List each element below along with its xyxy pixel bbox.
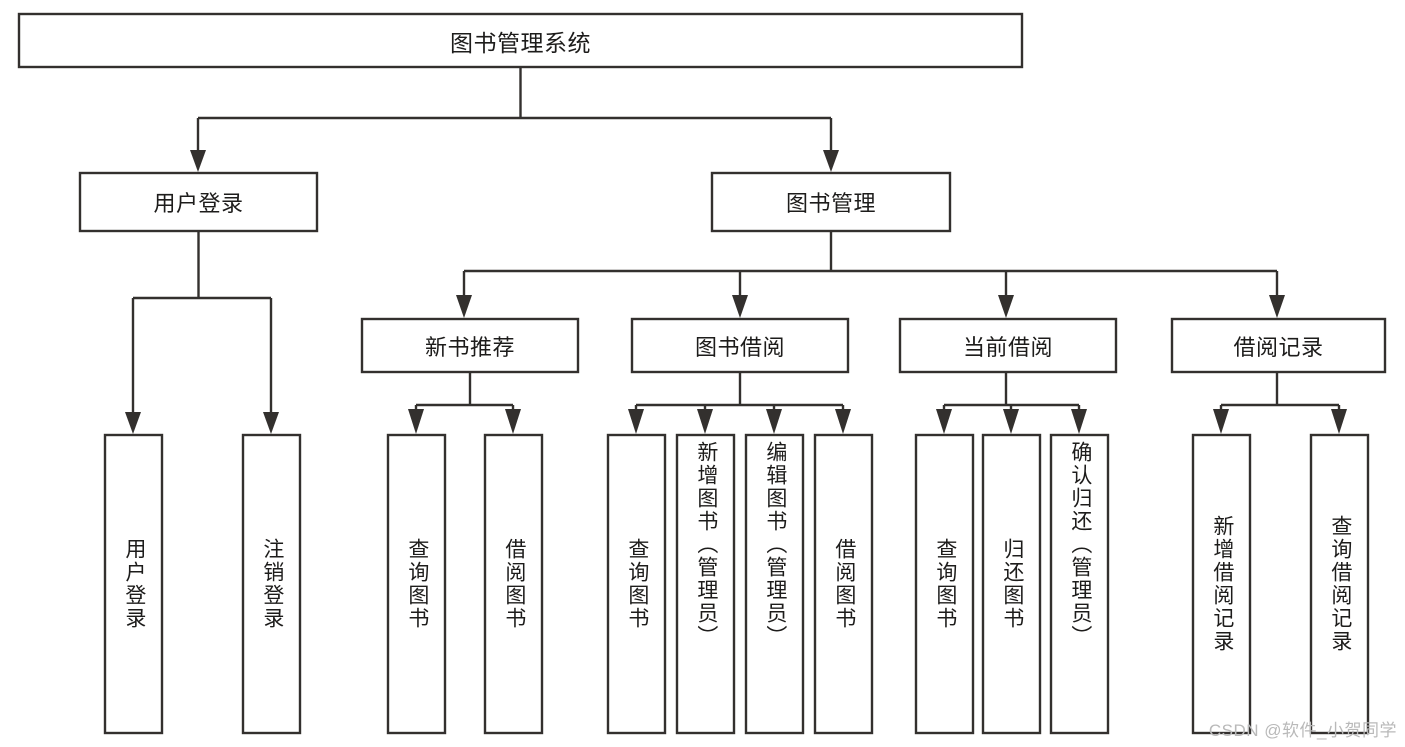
arrowhead-borrowrecord-leaf-2 (1331, 409, 1347, 434)
node-borrow-record[interactable] (1170, 317, 1387, 374)
arrowhead-currentborrow-leaf-1 (936, 409, 952, 434)
node-leaf-add-borrow-record[interactable] (1191, 433, 1252, 735)
arrowhead-borrowrecord-leaf-1 (1213, 409, 1229, 434)
arrowhead-bookborrow-leaf-1 (628, 409, 644, 434)
arrowhead-newbook-leaf-1 (408, 409, 424, 434)
arrowhead-currentborrow-leaf-3 (1071, 409, 1087, 434)
arrowhead-currentborrow-leaf-2 (1003, 409, 1019, 434)
node-leaf-query-book-3[interactable] (914, 433, 975, 735)
node-leaf-user-login[interactable] (103, 433, 164, 735)
arrowhead-book-mgmt-to-borrow (732, 295, 748, 318)
node-leaf-add-book-admin[interactable] (675, 433, 736, 735)
node-leaf-confirm-return-admin[interactable] (1049, 433, 1110, 735)
node-leaf-logout[interactable] (241, 433, 302, 735)
node-current-borrow[interactable] (898, 317, 1118, 374)
node-leaf-return-book[interactable] (981, 433, 1042, 735)
node-leaf-query-book-2[interactable] (606, 433, 667, 735)
arrowhead-book-mgmt-to-record (1269, 295, 1285, 318)
arrowhead-root-to-user-login (190, 150, 206, 172)
node-leaf-edit-book-admin[interactable] (744, 433, 805, 735)
arrowhead-newbook-leaf-2 (505, 409, 521, 434)
node-leaf-borrow-book-2[interactable] (813, 433, 874, 735)
arrowhead-user-login-leaf-2 (263, 412, 279, 434)
node-new-book-recommend[interactable] (360, 317, 580, 374)
arrowhead-user-login-leaf-1 (125, 412, 141, 434)
arrowhead-root-to-book-mgmt (823, 150, 839, 172)
arrowhead-book-mgmt-to-newbook (456, 295, 472, 318)
node-leaf-query-book-1[interactable] (386, 433, 447, 735)
node-book-management[interactable] (710, 171, 952, 233)
arrowhead-bookborrow-leaf-3 (766, 409, 782, 434)
node-leaf-query-borrow-record[interactable] (1309, 433, 1370, 735)
arrowhead-bookborrow-leaf-4 (835, 409, 851, 434)
node-book-borrow[interactable] (630, 317, 850, 374)
arrowhead-book-mgmt-to-current (998, 295, 1014, 318)
node-leaf-borrow-book-1[interactable] (483, 433, 544, 735)
node-root-system[interactable] (17, 12, 1024, 69)
arrowhead-bookborrow-leaf-2 (697, 409, 713, 434)
csdn-watermark: CSDN @软件_小贺同学 (1208, 721, 1397, 740)
node-user-login[interactable] (78, 171, 319, 233)
